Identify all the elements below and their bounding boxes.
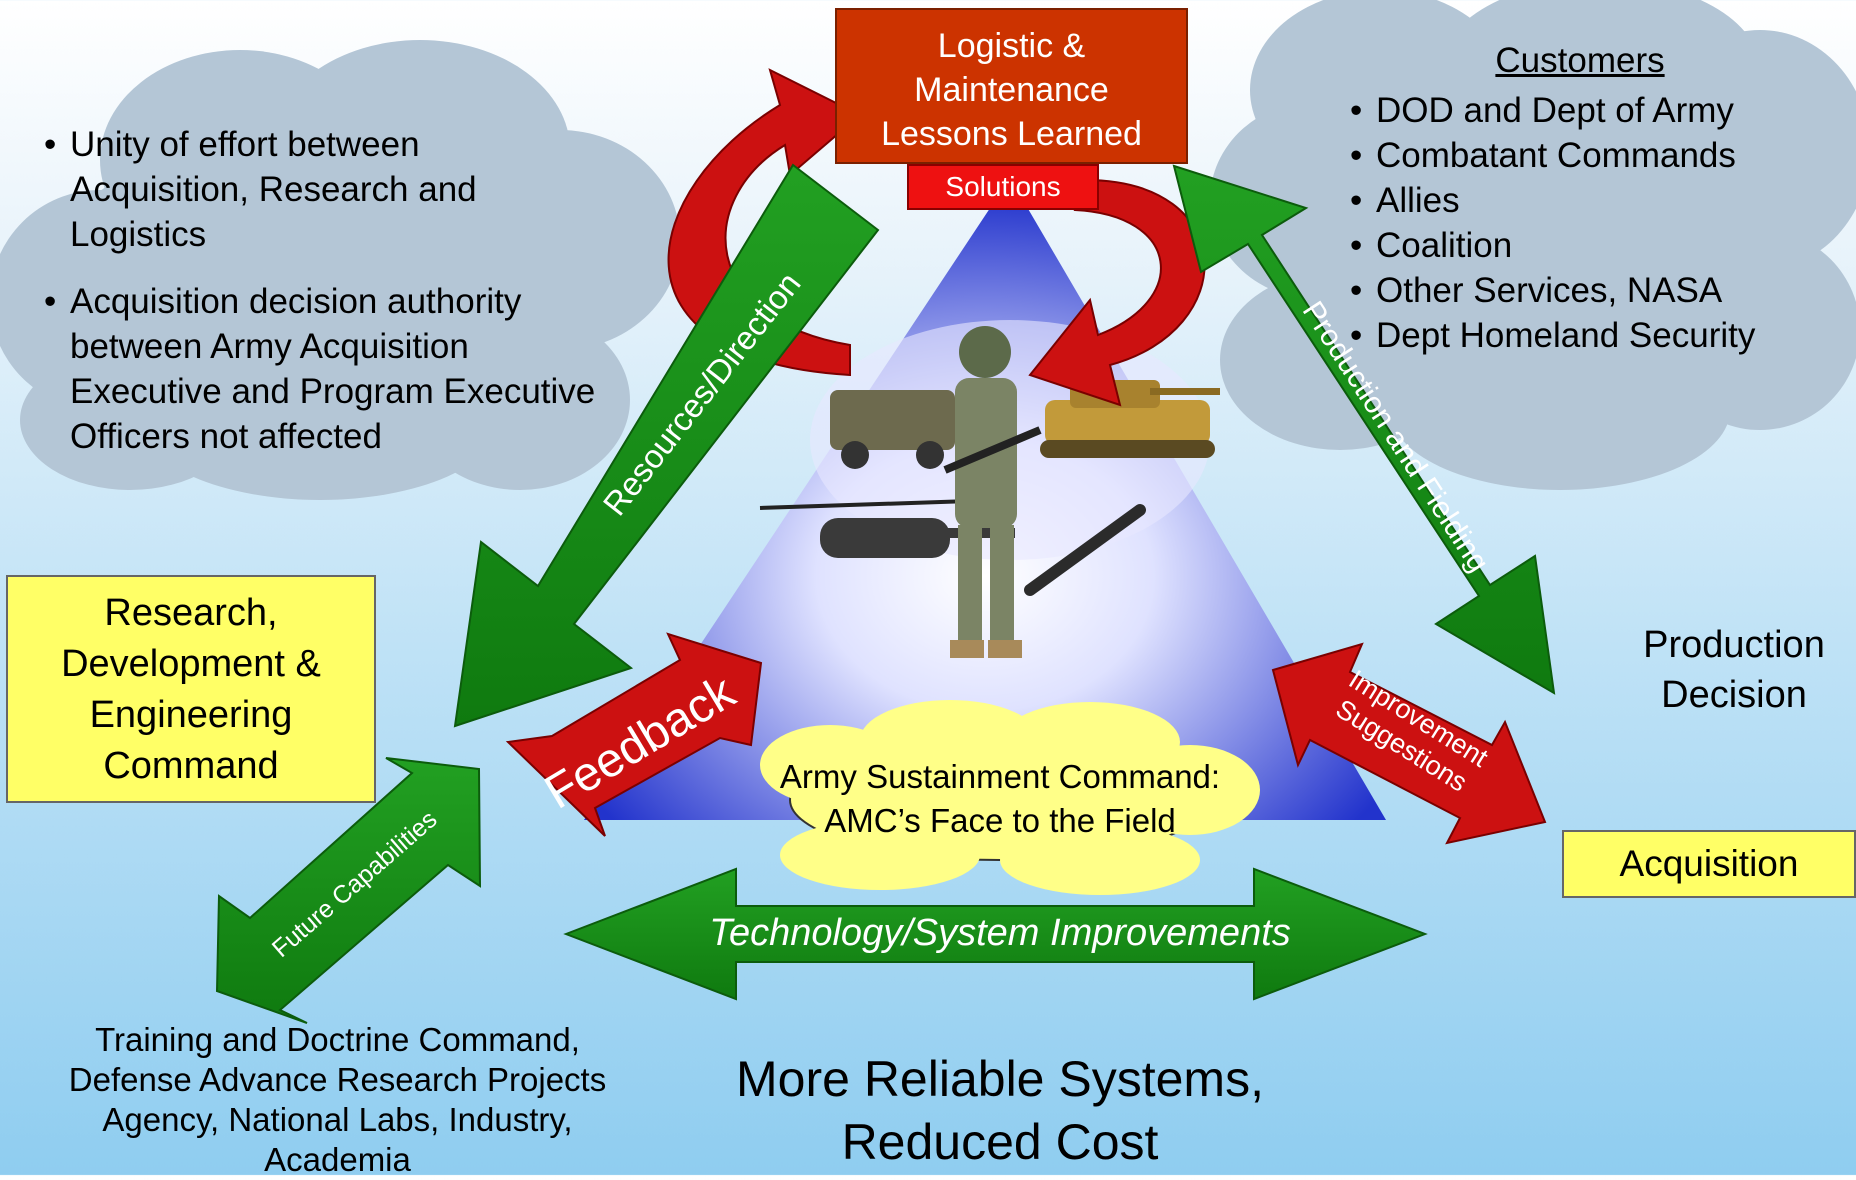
resources-direction-arrow <box>453 163 880 728</box>
rdec-line-1: Research, <box>104 592 278 634</box>
left-cloud-bullet-1: Unity of effort between Acquisition, Res… <box>44 122 604 257</box>
rdec-line-4: Command <box>103 745 279 787</box>
logistic-line-3: Lessons Learned <box>881 115 1142 153</box>
sustainment-line-2: AMC’s Face to the Field <box>824 802 1176 839</box>
customers-list: DOD and Dept of Army Combatant Commands … <box>1350 88 1810 358</box>
production-decision-line-2: Decision <box>1661 674 1807 716</box>
sustainment-cloud-text: Army Sustainment Command: AMC’s Face to … <box>740 755 1260 843</box>
production-fielding-arrow <box>1172 164 1556 695</box>
customer-item-3: Allies <box>1350 178 1810 223</box>
sustainment-line-1: Army Sustainment Command: <box>779 758 1221 795</box>
solutions-label: Solutions <box>907 164 1099 210</box>
technology-improvements-arrow <box>563 867 1428 1001</box>
outcome-line-1: More Reliable Systems, <box>736 1051 1264 1107</box>
rdec-box: Research, Development & Engineering Comm… <box>6 575 376 803</box>
outcome-line-2: Reduced Cost <box>841 1114 1159 1170</box>
customers-title: Customers <box>1495 41 1665 80</box>
logistic-lessons-box: Logistic & Maintenance Lessons Learned <box>835 8 1188 164</box>
outcome-text: More Reliable Systems, Reduced Cost <box>680 1048 1320 1174</box>
production-decision-line-1: Production <box>1643 624 1825 666</box>
customer-item-1: DOD and Dept of Army <box>1350 88 1810 133</box>
logistic-line-2: Maintenance <box>914 71 1109 109</box>
partners-line-2: Defense Advance Research Projects <box>68 1061 607 1098</box>
logistic-line-1: Logistic & <box>937 27 1086 65</box>
improvement-suggestions-arrow <box>1271 642 1547 845</box>
feedback-arrow <box>505 632 763 837</box>
partners-line-3: Agency, National Labs, Industry, <box>102 1101 573 1138</box>
future-capabilities-arrow <box>215 757 482 1024</box>
technology-improvements-label: Technology/System Improvements <box>709 912 1291 954</box>
rdec-line-2: Development & <box>61 643 321 685</box>
rdec-line-3: Engineering <box>89 694 293 736</box>
acquisition-label: Acquisition <box>1619 843 1799 884</box>
production-decision: Production Decision <box>1600 620 1856 720</box>
left-cloud-bullets: Unity of effort between Acquisition, Res… <box>44 122 604 459</box>
partners-line-1: Training and Doctrine Command, <box>95 1021 580 1058</box>
partners-line-4: Academia <box>264 1141 411 1178</box>
customer-item-2: Combatant Commands <box>1350 133 1810 178</box>
partners-text: Training and Doctrine Command, Defense A… <box>20 1020 655 1180</box>
left-cloud-bullet-2: Acquisition decision authority between A… <box>44 279 604 459</box>
solutions-text: Solutions <box>945 171 1061 202</box>
customer-item-4: Coalition <box>1350 223 1810 268</box>
customer-item-5: Other Services, NASA <box>1350 268 1810 313</box>
customer-item-6: Dept Homeland Security <box>1350 313 1810 358</box>
acquisition-box: Acquisition <box>1562 830 1856 898</box>
sustainment-cloud-puffs <box>760 700 1260 895</box>
